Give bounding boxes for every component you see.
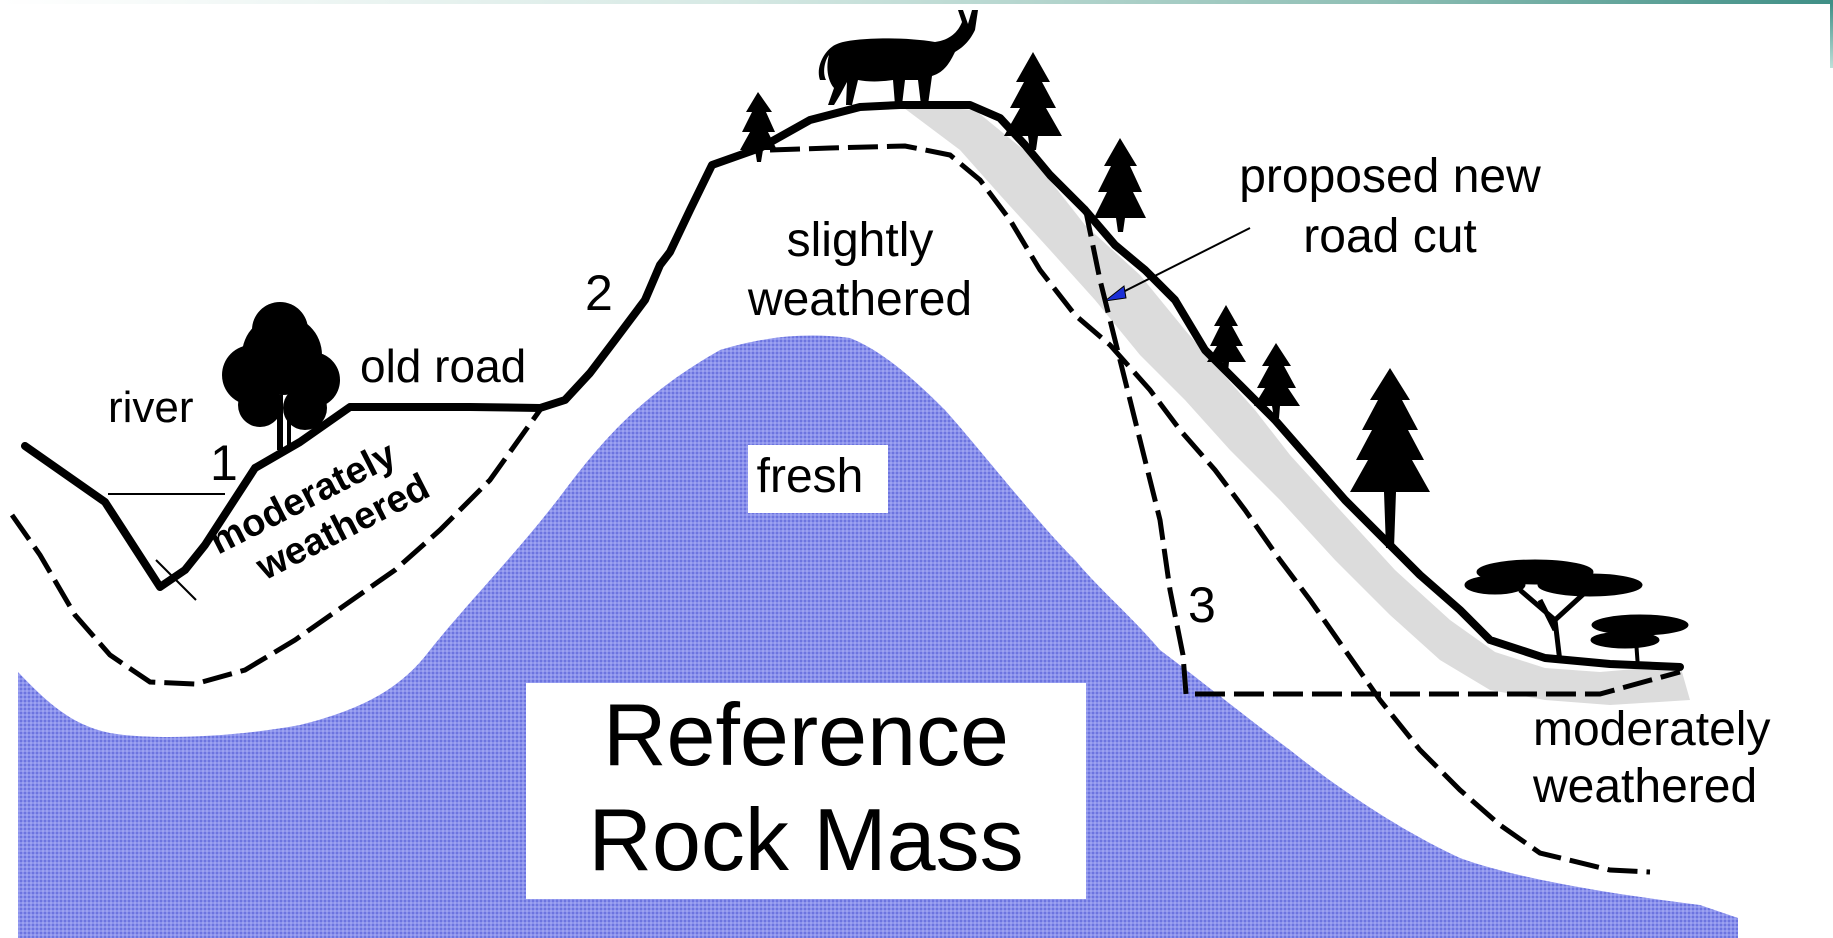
fresh-rock-mass <box>18 335 1738 938</box>
acacia-tree-icon <box>1464 559 1643 663</box>
proposed-road-cut-line <box>1082 206 1681 697</box>
fresh-label: fresh <box>757 450 864 503</box>
old-road-label: old road <box>360 340 526 392</box>
reference-rock-mass-title-line2: Rock Mass <box>588 790 1023 889</box>
ground-surface-line <box>21 101 1684 671</box>
broadleaf-tree-icon <box>222 302 340 450</box>
slightly-weathered-boundary <box>769 143 1651 875</box>
point-3-label: 3 <box>1188 577 1216 633</box>
top-accent-bar <box>0 0 1833 4</box>
point-1-label: 1 <box>210 435 238 491</box>
fresh-label-box <box>748 445 888 513</box>
proposed-cut-label-line1: proposed new <box>1239 150 1541 203</box>
reference-rock-mass-title-line1: Reference <box>603 685 1009 784</box>
surface-shadow-band <box>900 105 1690 705</box>
conifer-tree-icon <box>1094 138 1146 232</box>
slightly-weathered-label-line1: slightly <box>787 214 934 267</box>
proposed-cut-label-line2: road cut <box>1303 210 1476 263</box>
moderately-weathered-right-label-line1: moderately <box>1533 703 1770 756</box>
point-2-label: 2 <box>585 265 613 321</box>
river-water-line <box>155 559 197 601</box>
conifer-tree-icon <box>1207 305 1246 372</box>
right-accent-bar <box>1830 4 1833 68</box>
proposed-cut-arrow-head <box>1103 285 1127 302</box>
conifer-tree-icon <box>740 92 777 162</box>
river-label: river <box>108 383 194 432</box>
slightly-weathered-label-line2: weathered <box>747 273 972 326</box>
conifer-tree-icon <box>1004 52 1062 150</box>
moderately-weathered-right-label-line2: weathered <box>1532 760 1757 813</box>
proposed-cut-arrow-line <box>1114 227 1251 297</box>
conifer-tree-icon <box>1350 368 1430 548</box>
reference-label-box <box>526 683 1086 899</box>
conifer-tree-icon <box>1254 343 1300 418</box>
acacia-tree-icon <box>1590 614 1689 669</box>
ox-icon <box>818 10 978 105</box>
moderately-weathered-boundary-left <box>9 408 543 687</box>
